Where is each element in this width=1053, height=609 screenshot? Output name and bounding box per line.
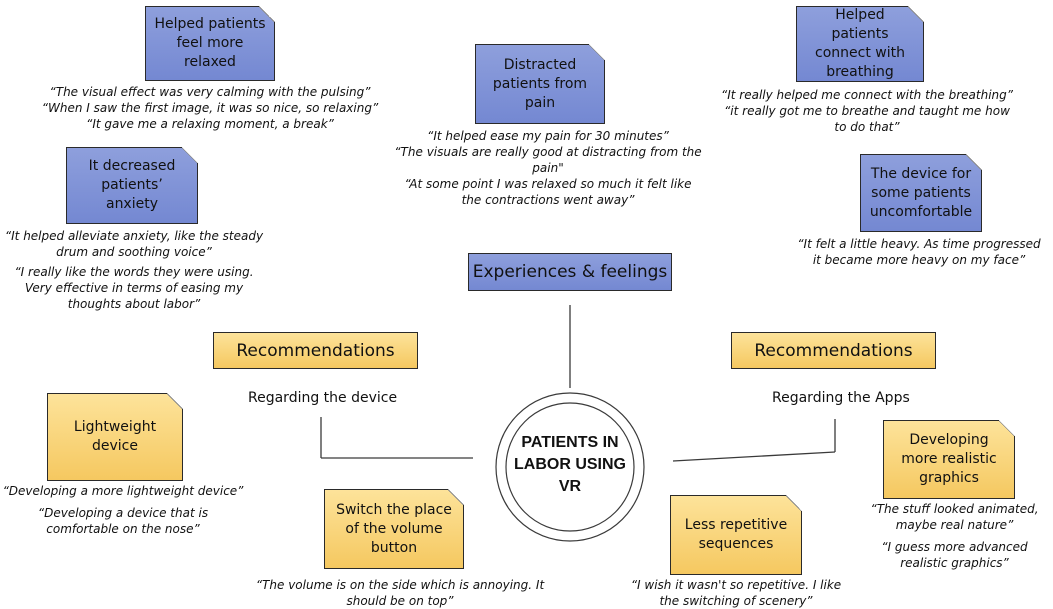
quote-line: “The volume is on the side which is anno… — [255, 578, 545, 608]
center-label-line-2: LABOR USING — [514, 456, 626, 473]
quote-line: “it really got me to breathe and taught … — [724, 104, 1010, 134]
quotes-repetitive: “I wish it wasn't so repetitive. I like … — [622, 577, 850, 609]
center-label-line-1: PATIENTS IN — [521, 434, 619, 451]
quotes-realistic: “The stuff looked animated, maybe real n… — [856, 501, 1053, 571]
quote-line: “It felt a little heavy. As time progres… — [797, 237, 1041, 267]
recommendations-right-header: Recommendations — [731, 332, 936, 369]
note-relaxed: Helped patients feel more relaxed — [145, 6, 275, 81]
quote-line: “Developing a more lightweight device” — [2, 484, 244, 498]
quote-line: “Developing a device that is comfortable… — [37, 506, 209, 536]
quotes-lightweight: “Developing a more lightweight device” “… — [0, 483, 246, 537]
note-breathing: Helped patients connect with breathing — [796, 6, 924, 82]
quote-line: “It helped ease my pain for 30 minutes” — [427, 129, 669, 143]
note-repetitive: Less repetitive sequences — [670, 495, 802, 575]
subheader-apps: Regarding the Apps — [772, 390, 910, 406]
note-lightweight: Lightweight device — [47, 393, 183, 481]
quote-line: “The visuals are really good at distract… — [394, 145, 702, 175]
note-realistic: Developing more realistic graphics — [883, 420, 1015, 499]
connector-right-horizontal — [672, 451, 836, 462]
quote-line: “The visual effect was very calming with… — [49, 85, 371, 99]
note-distracted: Distracted patients from pain — [475, 44, 605, 124]
subheader-device: Regarding the device — [248, 390, 398, 406]
quote-line: “I really like the words they were using… — [14, 265, 254, 311]
quotes-volume: “The volume is on the side which is anno… — [240, 577, 560, 609]
quote-line: “I wish it wasn't so repetitive. I like … — [630, 578, 842, 608]
quotes-distracted: “It helped ease my pain for 30 minutes” … — [383, 128, 713, 208]
quote-line: “I guess more advanced realistic graphic… — [881, 540, 1028, 570]
quotes-relaxed: “The visual effect was very calming with… — [40, 84, 380, 132]
center-inner-ring — [505, 402, 635, 532]
center-label-line-3: VR — [558, 478, 582, 495]
experiences-header: Experiences & feelings — [468, 253, 672, 291]
note-uncomfortable: The device for some patients uncomfortab… — [860, 154, 982, 232]
note-volume: Switch the place of the volume button — [324, 489, 464, 569]
quote-line: “It really helped me connect with the br… — [721, 88, 1013, 102]
quotes-breathing: “It really helped me connect with the br… — [712, 87, 1022, 135]
recommendations-left-header: Recommendations — [213, 332, 418, 369]
note-anxiety: It decreased patients’ anxiety — [66, 147, 198, 224]
quotes-anxiety: “It helped alleviate anxiety, like the s… — [0, 228, 268, 312]
quotes-uncomfortable: “It felt a little heavy. As time progres… — [796, 236, 1042, 268]
quote-line: “It gave me a relaxing moment, a break” — [86, 117, 334, 131]
quote-line: “The stuff looked animated, maybe real n… — [870, 502, 1039, 532]
center-label: PATIENTS IN LABOR USING VR — [506, 432, 634, 498]
quote-line: “When I saw the first image, it was so n… — [41, 101, 379, 115]
quote-line: “At some point I was relaxed so much it … — [404, 177, 692, 207]
quote-line: “It helped alleviate anxiety, like the s… — [4, 229, 264, 259]
